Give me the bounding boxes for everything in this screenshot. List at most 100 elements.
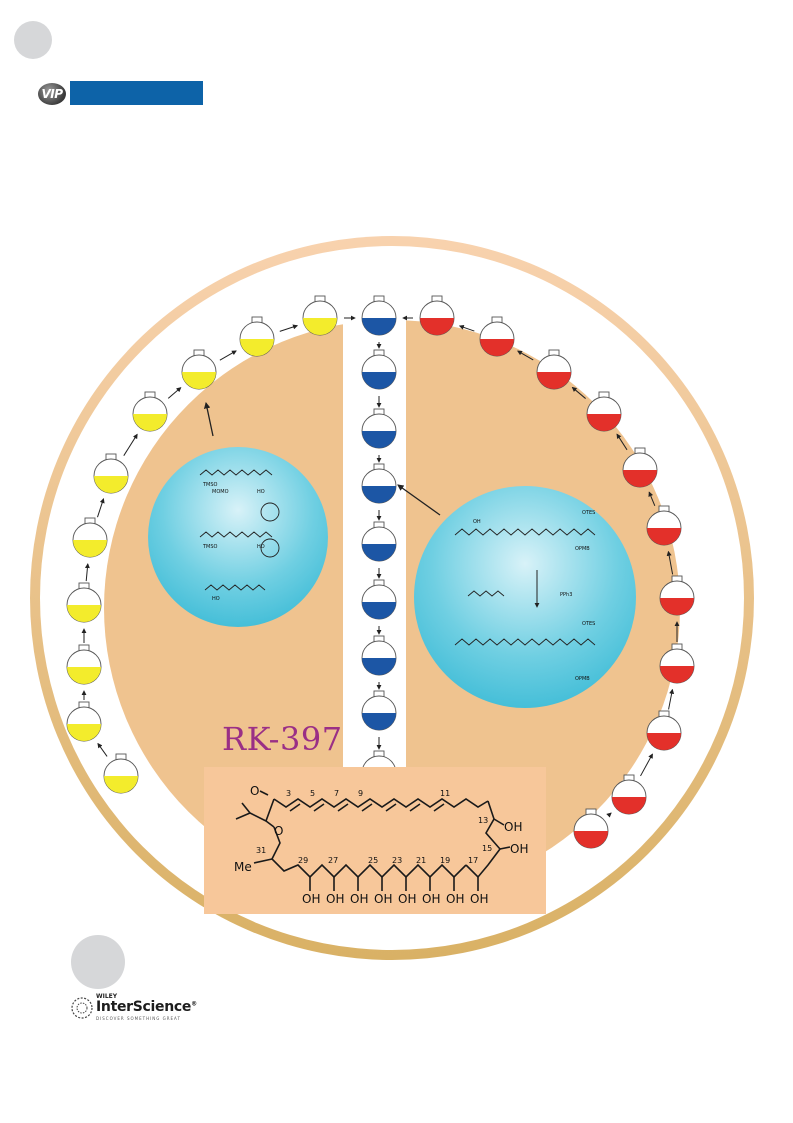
- red-flask-4: [622, 447, 658, 488]
- flask-arrow-layer: [81, 315, 680, 818]
- red-flask-8: [646, 710, 682, 751]
- blue-flask-4: [361, 521, 397, 562]
- logo-name: InterScience®: [96, 999, 197, 1015]
- yellow-flask-9: [302, 295, 338, 336]
- atom-number-25: 25: [368, 856, 378, 865]
- yellow-flask-8: [239, 316, 275, 357]
- yellow-flask-0: [103, 753, 139, 794]
- compound-name: RK-397: [222, 720, 343, 758]
- hydroxyl-23: OH: [398, 892, 416, 906]
- hydroxyl-19: OH: [446, 892, 464, 906]
- left-bubble-structures: [199, 469, 280, 591]
- left-label-ho-1: HO: [257, 489, 265, 495]
- vip-badge: VIP: [38, 83, 66, 105]
- atom-number-19: 19: [440, 856, 450, 865]
- logo-tagline: DISCOVER SOMETHING GREAT: [96, 1016, 181, 1021]
- right-bubble-structures: [454, 528, 596, 646]
- red-flask-6: [659, 575, 695, 616]
- logo-brand: WILEY: [96, 993, 118, 1000]
- globe-icon: [71, 997, 93, 1019]
- rk397-skeletal-formula: 3 5 7 9 11 13 15 17 19 21 23 25 27 29 31…: [234, 784, 528, 906]
- right-bubble-labels: OH OTES OPMB PPh3 OTES OPMB: [473, 510, 595, 682]
- red-flask-3: [586, 391, 622, 432]
- red-arrow-8: [517, 350, 534, 361]
- blue-flask-3: [361, 463, 397, 504]
- red-flask-7: [659, 643, 695, 684]
- hydroxyl-31: OH: [302, 892, 320, 906]
- yellow-flask-3: [66, 582, 102, 623]
- ester-oxygen: O: [274, 824, 283, 838]
- left-label-tmso-1: TMSO: [202, 482, 218, 488]
- red-flask-2: [536, 349, 572, 390]
- right-label-opmb-1: OPMB: [575, 546, 590, 552]
- yellow-arrow-8: [279, 324, 299, 332]
- red-flask-10: [573, 808, 609, 849]
- header-bar: [70, 81, 203, 105]
- atom-number-3: 3: [286, 789, 291, 798]
- left-building-block-bubble: [148, 447, 328, 627]
- red-arrow-1: [640, 753, 653, 777]
- yellow-arrow-7: [219, 350, 237, 361]
- red-arrow-2: [668, 688, 675, 710]
- right-label-opmb-2: OPMB: [575, 676, 590, 682]
- red-arrow-5: [648, 491, 656, 507]
- atom-number-31: 31: [256, 846, 266, 855]
- yellow-flask-4: [72, 517, 108, 558]
- red-arrow-9: [458, 324, 475, 332]
- atom-number-17: 17: [468, 856, 478, 865]
- left-bubble-labels: TMSO MOMO HO TMSO HO HO: [202, 482, 265, 602]
- methyl-label: Me: [234, 860, 252, 874]
- left-label-momo: MOMO: [212, 489, 229, 495]
- right-bubble-arrow: [397, 484, 441, 516]
- atom-number-11: 11: [440, 789, 450, 798]
- right-label-oh: OH: [473, 519, 481, 525]
- hydroxyl-15: OH: [510, 842, 528, 856]
- rk397-structure-panel: 3 5 7 9 11 13 15 17 19 21 23 25 27 29 31…: [204, 767, 546, 914]
- right-intermediate-bubble: [414, 486, 636, 708]
- right-label-otes-2: OTES: [582, 621, 595, 627]
- atom-number-5: 5: [310, 789, 315, 798]
- yellow-arrow-4: [97, 498, 105, 518]
- right-label-pph3: PPh3: [560, 592, 572, 598]
- logo-registered-mark: ®: [191, 1000, 197, 1008]
- atom-number-9: 9: [358, 789, 363, 798]
- red-flask-1: [479, 316, 515, 357]
- yellow-flask-1: [66, 701, 102, 742]
- yellow-flask-7: [181, 349, 217, 390]
- left-label-tmso-2: TMSO: [202, 544, 218, 550]
- red-flask-0: [419, 295, 455, 336]
- left-label-ho-2: HO: [257, 544, 265, 550]
- left-bubble-arrow: [203, 401, 214, 437]
- red-arrow-6: [616, 433, 628, 451]
- atom-number-23: 23: [392, 856, 402, 865]
- red-arrow-7: [571, 386, 586, 399]
- carbonyl-oxygen: O: [250, 784, 259, 798]
- red-arrow-0: [606, 812, 612, 818]
- atom-number-27: 27: [328, 856, 338, 865]
- hydroxyl-17: OH: [470, 892, 488, 906]
- blue-flask-7: [361, 690, 397, 731]
- atom-number-21: 21: [416, 856, 426, 865]
- yellow-arrow-5: [123, 433, 138, 456]
- flask-layer: [66, 295, 695, 849]
- corner-dot-bottom: [71, 935, 125, 989]
- yellow-flask-6: [132, 391, 168, 432]
- red-flask-9: [611, 774, 647, 815]
- wiley-interscience-logo: WILEY InterScience® DISCOVER SOMETHING G…: [70, 992, 197, 1026]
- blue-flask-6: [361, 635, 397, 676]
- atom-number-13: 13: [478, 816, 488, 825]
- yellow-arrow-3: [84, 563, 90, 582]
- yellow-flask-5: [93, 453, 129, 494]
- right-label-otes-1: OTES: [582, 510, 595, 516]
- left-label-ho-3: HO: [212, 596, 220, 602]
- red-flask-5: [646, 505, 682, 546]
- corner-dot-top: [14, 21, 52, 59]
- logo-name-text: InterScience: [96, 999, 192, 1015]
- yellow-arrow-0: [97, 742, 108, 757]
- atom-number-29: 29: [298, 856, 308, 865]
- blue-flask-1: [361, 349, 397, 390]
- atom-number-15: 15: [482, 844, 492, 853]
- hydroxyl-21: OH: [422, 892, 440, 906]
- yellow-flask-2: [66, 644, 102, 685]
